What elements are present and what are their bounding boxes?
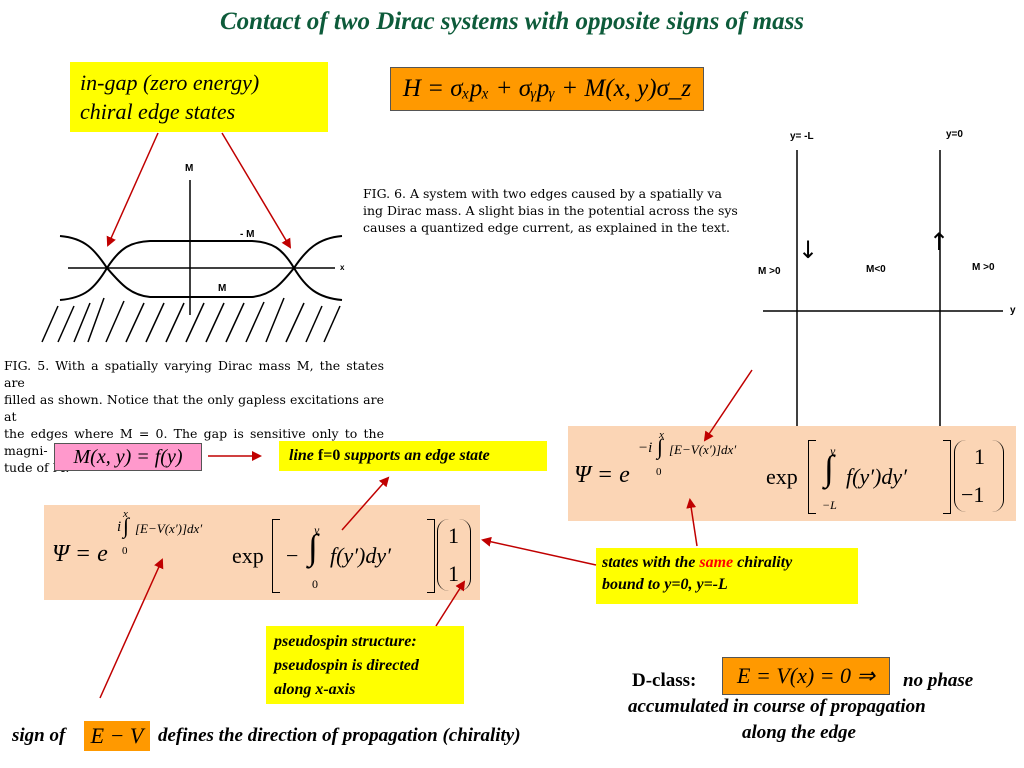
same-chirality-red: same <box>699 554 734 571</box>
pseudospin-line1: pseudospin structure: <box>274 633 417 650</box>
psi2-spinor-top: 1 <box>974 444 985 469</box>
same-chirality-line1: states with the same chirality <box>602 552 858 574</box>
fig5-caption-l3: the edges where M = 0. The gap is sensit… <box>4 426 384 458</box>
psi2-exp-integrand: [E−V(x′)]dx′ <box>669 442 737 457</box>
line-f0-post: supports an edge state <box>340 447 490 464</box>
fig6-axis-y: y <box>1010 305 1016 316</box>
psi1-bracket-left <box>272 519 280 593</box>
fig6-y-minus-l: y= -L <box>790 131 814 142</box>
arrow-up-icon: ↑ <box>929 228 950 256</box>
mass-function-box: M(x, y) = f(y) <box>54 443 202 471</box>
psi2-exp-upper: x <box>659 429 664 441</box>
psi2-int-lower: −L <box>822 498 837 512</box>
psi1-minus: − <box>286 543 299 568</box>
fig5-caption-l1: FIG. 5. With a spatially varying Dirac m… <box>4 358 384 390</box>
psi2-bracket-left <box>808 440 816 514</box>
slide-title: Contact of two Dirac systems with opposi… <box>219 8 805 35</box>
line-f0-bold: f=0 <box>317 447 341 464</box>
pseudospin-label: pseudospin structure: pseudospin is dire… <box>266 626 464 704</box>
psi1-exp-prefix: i <box>117 519 122 535</box>
fig6-m-pos-right: M >0 <box>972 262 995 273</box>
psi1-spinor-paren <box>437 519 471 591</box>
psi2-exp-lower: 0 <box>656 466 662 478</box>
psi-equation-right: Ψ = e x −i ∫ [E−V(x′)]dx′ 0 exp y ∫ −L f… <box>568 426 1016 521</box>
arrow-chirality-to-psi2 <box>686 498 698 547</box>
psi1-spinor-top: 1 <box>448 523 459 548</box>
psi2-integrand: f(y′)dy′ <box>846 464 907 489</box>
same-chirality-pre: states with the <box>602 554 700 571</box>
sign-box: E − V <box>84 721 150 751</box>
psi2-bracket-right <box>943 440 951 514</box>
fig6-caption-l1: FIG. 6. A system with two edges caused b… <box>363 186 722 201</box>
psi1-spinor-bottom: 1 <box>448 561 459 586</box>
arrow-chirality-to-psi1 <box>481 536 597 566</box>
arrow-fig6-to-psi2 <box>703 369 753 442</box>
sign-pre: sign of <box>12 725 66 746</box>
arrow-sign-to-psi1 <box>99 558 164 699</box>
ingap-label: in-gap (zero energy) chiral edge states <box>70 62 328 132</box>
fig5-caption-l2: filled as shown. Notice that the only ga… <box>4 392 384 424</box>
hamiltonian-box: H = σₓpₓ + σᵧpᵧ + M(x, y)σ_z <box>390 67 704 111</box>
psi2-integral: ∫ <box>824 448 834 488</box>
fig5-neg-m: - M <box>240 229 255 240</box>
psi1-int-upper: y <box>314 523 320 537</box>
psi2-func: exp <box>766 464 798 489</box>
psi1-int-lower: 0 <box>312 577 318 591</box>
line-f0-pre: line <box>289 447 318 464</box>
ingap-line2: chiral edge states <box>80 99 236 124</box>
dclass-box: E = V(x) = 0 ⇒ <box>722 657 890 695</box>
line-f0-label: line f=0 supports an edge state <box>279 441 547 471</box>
dclass-label: D-class: <box>632 670 697 691</box>
same-chirality-label: states with the same chirality bound to … <box>596 548 858 604</box>
fig5-pos-m: M <box>218 283 227 294</box>
psi2-int-upper: y <box>830 444 836 458</box>
fig5-axis-x: x <box>340 263 345 272</box>
same-chirality-line2: bound to y=0, y=-L <box>602 576 728 593</box>
psi1-exp-upper: x <box>123 508 128 520</box>
fig5-axis-m: M <box>185 163 194 174</box>
psi2-spinor-paren <box>954 440 1004 512</box>
psi1-bracket-right <box>427 519 435 593</box>
psi2-lhs: Ψ = e <box>574 462 630 488</box>
arrow-psi1-to-line <box>341 476 390 531</box>
psi1-lhs: Ψ = e <box>52 541 108 567</box>
psi2-exp-prefix: −i <box>638 440 653 456</box>
psi1-func: exp <box>232 543 264 568</box>
fig6-m-pos-left: M >0 <box>758 266 781 277</box>
psi1-integrand: f(y′)dy′ <box>330 543 391 568</box>
mass-function-text: M(x, y) = f(y) <box>73 446 183 468</box>
psi1-integral: ∫ <box>308 527 318 567</box>
fig6-y-zero: y=0 <box>946 129 963 140</box>
dclass-line2: accumulated in course of propagation <box>628 696 926 717</box>
pseudospin-line3: along x-axis <box>274 681 356 698</box>
psi1-exp-integral: ∫ <box>123 513 130 538</box>
same-chirality-post: chirality <box>733 554 793 571</box>
psi1-exp-lower: 0 <box>122 545 128 557</box>
fig6-caption-l3: causes a quantized edge current, as expl… <box>363 220 730 235</box>
psi-equation-left: Ψ = e x i ∫ [E−V(x′)]dx′ 0 exp − y ∫ 0 f… <box>44 505 480 600</box>
fig5-caption: FIG. 5. With a spatially varying Dirac m… <box>4 357 384 476</box>
fig6-m-neg: M<0 <box>866 264 886 275</box>
pseudospin-line2: pseudospin is directed <box>274 657 419 674</box>
arrow-down-icon: ↓ <box>798 236 819 264</box>
psi2-exp-integral: ∫ <box>657 434 664 459</box>
fig6-caption-l2: ing Dirac mass. A slight bias in the pot… <box>363 203 738 218</box>
fig5-caption-l4: tude of M. <box>4 460 70 475</box>
ingap-line1: in-gap (zero energy) <box>80 70 260 95</box>
hamiltonian-text: H = σₓpₓ + σᵧpᵧ + M(x, y)σ_z <box>402 75 692 102</box>
dclass-line3: along the edge <box>742 722 856 743</box>
fig6-caption: FIG. 6. A system with two edges caused b… <box>363 185 757 236</box>
sign-post: defines the direction of propagation (ch… <box>158 725 521 746</box>
arrow-pseudospin-to-spinor <box>435 580 466 627</box>
psi1-exp-integrand: [E−V(x′)]dx′ <box>135 521 203 536</box>
psi2-spinor-bottom: −1 <box>961 482 985 507</box>
arrow-ingap-right <box>221 132 292 249</box>
dclass-post: no phase <box>903 670 974 691</box>
arrow-ingap-left <box>106 132 159 247</box>
